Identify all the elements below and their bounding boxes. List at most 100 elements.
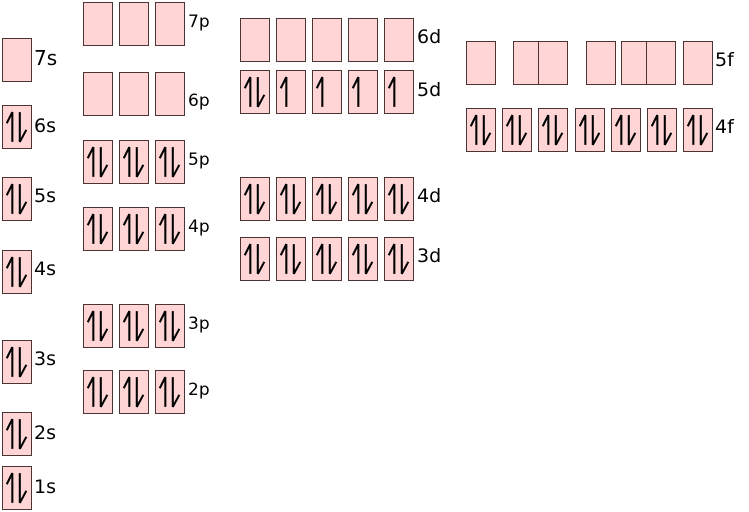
spin-down-arrow-icon — [364, 184, 374, 215]
orbital-box-4p-1 — [83, 207, 113, 251]
spin-up-arrow-icon — [86, 213, 95, 244]
orbital-box-7p-2 — [119, 2, 149, 46]
orbital-box-2s-1 — [2, 412, 32, 456]
spin-down-arrow-icon — [256, 77, 266, 108]
orbital-box-2p-1 — [83, 370, 113, 414]
orbital-box-5p-2 — [119, 140, 149, 184]
spin-down-arrow-icon — [135, 311, 145, 342]
spin-up-arrow-icon — [86, 310, 95, 341]
orbital-box-5p-3 — [155, 140, 185, 184]
orbital-label-2p: 2p — [188, 380, 210, 400]
spin-up-arrow-icon — [86, 376, 95, 407]
orbital-box-3p-1 — [83, 304, 113, 348]
orbital-box-6d-4 — [348, 18, 378, 62]
orbital-box-3s-1 — [2, 340, 32, 384]
orbital-label-5d: 5d — [417, 79, 442, 101]
orbital-label-4p: 4p — [188, 217, 210, 237]
orbital-box-3p-3 — [155, 304, 185, 348]
spin-up-arrow-icon — [5, 418, 14, 449]
orbital-box-4f-3 — [538, 108, 568, 152]
orbital-label-3p: 3p — [188, 314, 210, 334]
orbital-label-1s: 1s — [34, 476, 56, 498]
orbital-label-4f: 4f — [715, 116, 734, 138]
spin-up-arrow-icon — [5, 472, 14, 503]
spin-up-arrow-icon — [243, 76, 252, 107]
spin-up-arrow-icon — [686, 114, 695, 145]
spin-down-arrow-icon — [171, 311, 181, 342]
orbital-box-5d-4 — [348, 70, 378, 114]
orbital-box-4f-7 — [683, 108, 713, 152]
orbital-box-4s-1 — [2, 250, 32, 294]
spin-down-arrow-icon — [171, 214, 181, 245]
orbital-box-4d-2 — [276, 177, 306, 221]
spin-down-arrow-icon — [18, 473, 28, 504]
spin-up-arrow-icon — [5, 111, 14, 142]
orbital-box-4f-5 — [611, 108, 641, 152]
orbital-box-5d-3 — [312, 70, 342, 114]
orbital-box-2p-3 — [155, 370, 185, 414]
spin-down-arrow-icon — [328, 184, 338, 215]
spin-down-arrow-icon — [292, 244, 302, 275]
orbital-box-3d-3 — [312, 237, 342, 281]
orbital-label-6s: 6s — [34, 115, 56, 137]
spin-up-arrow-icon — [158, 376, 167, 407]
orbital-box-7s-1 — [2, 38, 32, 82]
spin-up-arrow-icon — [541, 114, 550, 145]
spin-up-arrow-icon — [315, 243, 324, 274]
spin-up-arrow-icon — [86, 146, 95, 177]
orbital-box-7p-1 — [83, 2, 113, 46]
orbital-box-6s-1 — [2, 105, 32, 149]
spin-down-arrow-icon — [135, 214, 145, 245]
orbital-box-4f-1 — [466, 108, 496, 152]
orbital-box-6d-5 — [384, 18, 414, 62]
spin-up-arrow-icon — [650, 114, 659, 145]
spin-up-arrow-icon — [243, 183, 252, 214]
spin-down-arrow-icon — [256, 184, 266, 215]
spin-up-arrow-icon — [122, 310, 131, 341]
spin-up-arrow-icon — [279, 183, 288, 214]
orbital-box-5p-1 — [83, 140, 113, 184]
orbital-label-4s: 4s — [34, 258, 56, 280]
spin-down-arrow-icon — [99, 377, 109, 408]
spin-up-arrow-icon — [315, 183, 324, 214]
orbital-box-4p-2 — [119, 207, 149, 251]
spin-up-arrow-icon — [122, 146, 131, 177]
orbital-box-5s-1 — [2, 177, 32, 221]
orbital-box-6d-1 — [240, 18, 270, 62]
spin-down-arrow-icon — [400, 244, 410, 275]
spin-up-arrow-icon — [5, 346, 14, 377]
orbital-box-5d-1 — [240, 70, 270, 114]
spin-up-arrow-icon — [243, 243, 252, 274]
spin-up-arrow-icon — [387, 76, 396, 107]
spin-down-arrow-icon — [364, 244, 374, 275]
spin-down-arrow-icon — [171, 147, 181, 178]
orbital-box-3d-2 — [276, 237, 306, 281]
spin-down-arrow-icon — [663, 115, 673, 146]
spin-down-arrow-icon — [18, 184, 28, 215]
orbital-box-3d-1 — [240, 237, 270, 281]
orbital-box-1s-1 — [2, 466, 32, 510]
spin-up-arrow-icon — [158, 310, 167, 341]
spin-down-arrow-icon — [99, 147, 109, 178]
orbital-box-3p-2 — [119, 304, 149, 348]
orbital-box-5f-7 — [683, 41, 713, 85]
orbital-label-2s: 2s — [34, 422, 56, 444]
spin-down-arrow-icon — [18, 419, 28, 450]
spin-down-arrow-icon — [554, 115, 564, 146]
orbital-label-6p: 6p — [188, 91, 210, 111]
spin-up-arrow-icon — [614, 114, 623, 145]
spin-down-arrow-icon — [482, 115, 492, 146]
spin-down-arrow-icon — [518, 115, 528, 146]
orbital-box-7p-3 — [155, 2, 185, 46]
orbital-box-4d-4 — [348, 177, 378, 221]
spin-down-arrow-icon — [328, 244, 338, 275]
orbital-box-4d-5 — [384, 177, 414, 221]
spin-down-arrow-icon — [627, 115, 637, 146]
orbital-label-5s: 5s — [34, 185, 56, 207]
orbital-box-4f-6 — [647, 108, 677, 152]
spin-up-arrow-icon — [315, 76, 324, 107]
orbital-box-5f-1 — [466, 41, 496, 85]
orbital-label-6d: 6d — [417, 26, 442, 48]
spin-down-arrow-icon — [99, 311, 109, 342]
orbital-label-7p: 7p — [188, 12, 210, 32]
